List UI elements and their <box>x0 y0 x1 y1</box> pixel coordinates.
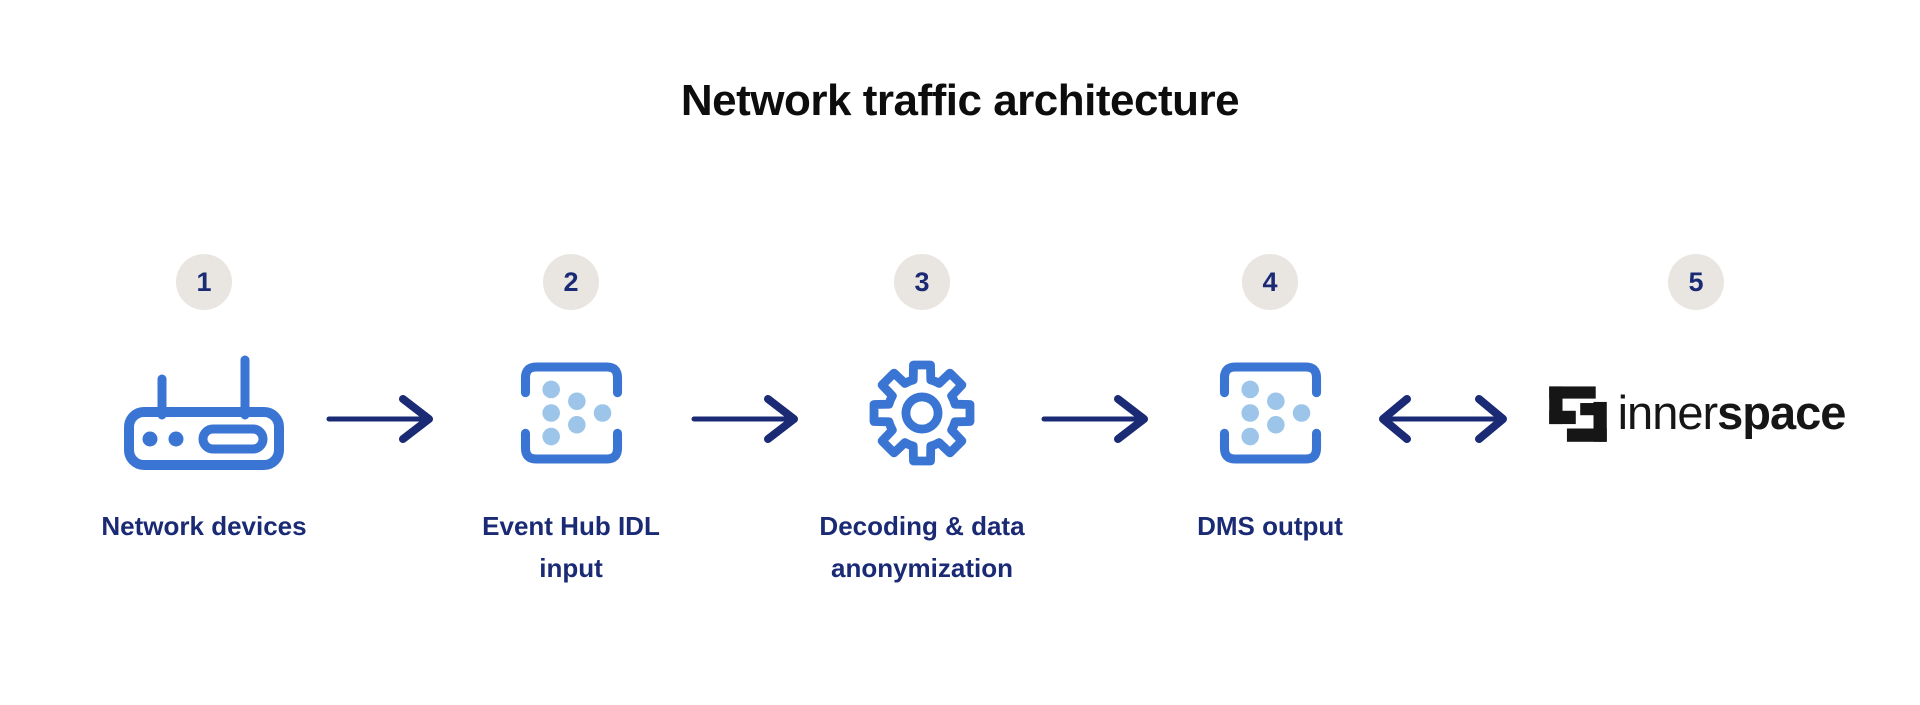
step-dms-output: 4 DMS output <box>1130 254 1410 547</box>
event-hub-icon-svg <box>520 361 622 464</box>
step-label: Event Hub IDL input <box>482 511 660 583</box>
step-number: 3 <box>914 266 930 297</box>
step-number-badge-2: 2 <box>543 254 599 310</box>
step-number: 1 <box>196 266 212 297</box>
gear-icon-svg <box>869 360 975 465</box>
innerspace-wordmark: innerspace <box>1617 386 1847 439</box>
router-icon-svg <box>124 355 284 470</box>
step-label: Decoding & data anonymization <box>819 511 1025 583</box>
step-label: DMS output <box>1197 511 1343 541</box>
flow-arrow-1-2 <box>325 394 437 449</box>
step-number: 4 <box>1262 266 1278 297</box>
step-number-badge-4: 4 <box>1242 254 1298 310</box>
dms-output-icon-svg <box>1219 361 1321 464</box>
innerspace-logo-mark-icon <box>1548 385 1607 442</box>
router-icon <box>119 350 289 475</box>
step-number-badge-1: 1 <box>176 254 232 310</box>
flow-arrow-3-4 <box>1040 394 1152 449</box>
brand-inner: inner <box>1617 386 1719 439</box>
step-number: 5 <box>1688 266 1704 297</box>
gear-icon <box>865 350 979 475</box>
step-network-devices: 1 Network devices <box>64 254 344 547</box>
step-number-badge-3: 3 <box>894 254 950 310</box>
brand-space: space <box>1717 386 1846 439</box>
step-number: 2 <box>563 266 579 297</box>
step-event-hub-input: 2 Event Hub IDL input <box>431 254 711 589</box>
flow-arrow-2-3 <box>690 394 802 449</box>
step-label: Network devices <box>101 511 307 541</box>
event-hub-icon <box>1217 350 1324 475</box>
step-decoding-anonymization: 3 Decoding & data anonymization <box>782 254 1062 589</box>
flow-arrow-4-5-double <box>1377 394 1509 449</box>
diagram-title: Network traffic architecture <box>680 76 1240 125</box>
innerspace-logo: innerspace <box>1547 350 1846 475</box>
step-number-badge-5: 5 <box>1668 254 1724 310</box>
event-hub-icon <box>518 350 625 475</box>
step-innerspace: 5 innerspace <box>1548 254 1846 475</box>
